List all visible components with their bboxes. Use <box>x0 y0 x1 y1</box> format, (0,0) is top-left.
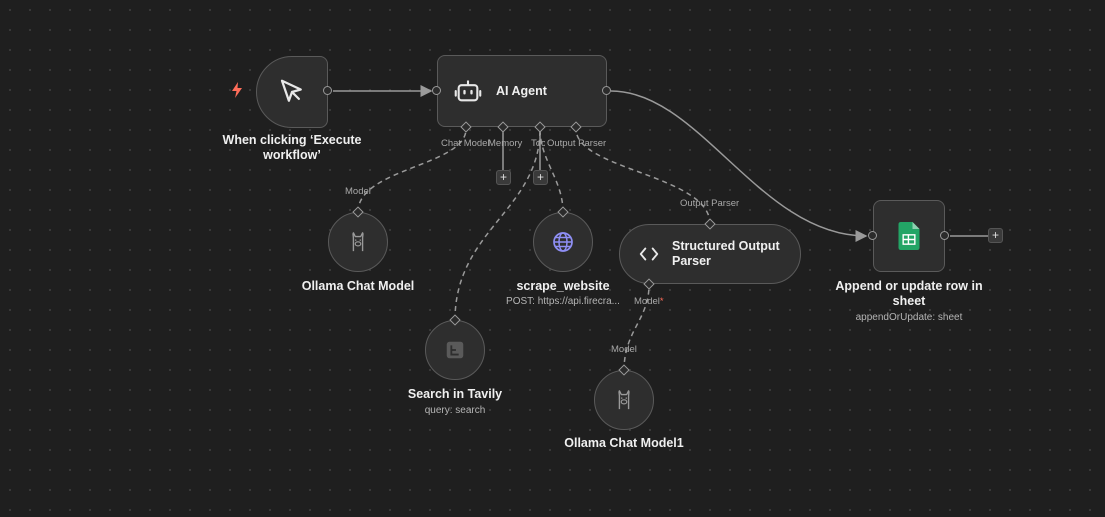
llama-icon <box>618 390 630 410</box>
add-memory-button[interactable]: + <box>496 170 511 185</box>
tavily-subtitle: query: search <box>424 405 486 416</box>
code-brackets-icon <box>639 247 659 261</box>
memory-port-label: Memory <box>488 138 523 149</box>
ollama-chat-model1-node[interactable] <box>594 370 654 430</box>
google-sheets-icon <box>898 222 920 250</box>
parser-output-port-label: Output Parser <box>680 198 740 209</box>
tavily-icon <box>446 341 464 359</box>
trigger-title: When clicking ‘Execute workflow’ <box>222 133 362 162</box>
wire-parser-to-agent[interactable] <box>575 128 711 225</box>
wire-agent-to-sheets[interactable] <box>610 90 868 242</box>
add-after-sheets-button[interactable]: + <box>988 228 1003 243</box>
parser-title: Structured Output Parser <box>672 239 780 268</box>
chat-model-port-label: Chat Model <box>441 138 490 149</box>
wire-ollama1-to-parser[interactable] <box>623 284 650 372</box>
trigger-bolt-icon <box>232 82 242 98</box>
wire-ollama-to-agent[interactable] <box>357 128 467 213</box>
wire-tavily-to-agent[interactable] <box>454 128 541 321</box>
output-parser-port-label: Output Parser <box>547 138 607 149</box>
sheets-output-handle[interactable] <box>940 231 949 240</box>
structured-output-parser-node[interactable]: Structured Output Parser <box>619 224 801 284</box>
ollama-chat-model1-title: Ollama Chat Model1 <box>564 436 684 450</box>
ai-agent-node[interactable]: AI Agent <box>437 55 607 127</box>
ai-agent-output-handle[interactable] <box>602 86 611 95</box>
ollama1-model-port-label: Model <box>611 344 637 355</box>
parser-model-port-label: Model* <box>634 296 664 307</box>
sheets-title: Append or update row in sheet <box>835 279 983 308</box>
ollama-model-port-label: Model <box>345 186 371 197</box>
ollama-chat-model-node[interactable] <box>328 212 388 272</box>
add-tool-button[interactable]: + <box>533 170 548 185</box>
llama-icon <box>352 232 364 252</box>
sheets-subtitle: appendOrUpdate: sheet <box>855 312 963 323</box>
sheets-node[interactable] <box>873 200 945 272</box>
cursor-icon <box>280 79 302 102</box>
scrape-website-subtitle: POST: https://api.firecra... <box>506 296 620 307</box>
trigger-output-handle[interactable] <box>323 86 332 95</box>
tavily-title: Search in Tavily <box>407 387 503 401</box>
ollama-chat-model-title: Ollama Chat Model <box>301 279 415 293</box>
ai-agent-title: AI Agent <box>496 83 547 98</box>
trigger-node[interactable] <box>256 56 328 128</box>
wire-scrape-to-agent[interactable] <box>539 128 564 213</box>
tool-port-label: Tool <box>531 138 545 149</box>
robot-icon <box>454 80 482 102</box>
ai-agent-input-handle[interactable] <box>432 86 441 95</box>
sheets-input-handle[interactable] <box>868 231 877 240</box>
scrape-website-title: scrape_website <box>516 279 610 293</box>
scrape-website-node[interactable] <box>533 212 593 272</box>
globe-icon <box>553 232 573 252</box>
tavily-node[interactable] <box>425 320 485 380</box>
